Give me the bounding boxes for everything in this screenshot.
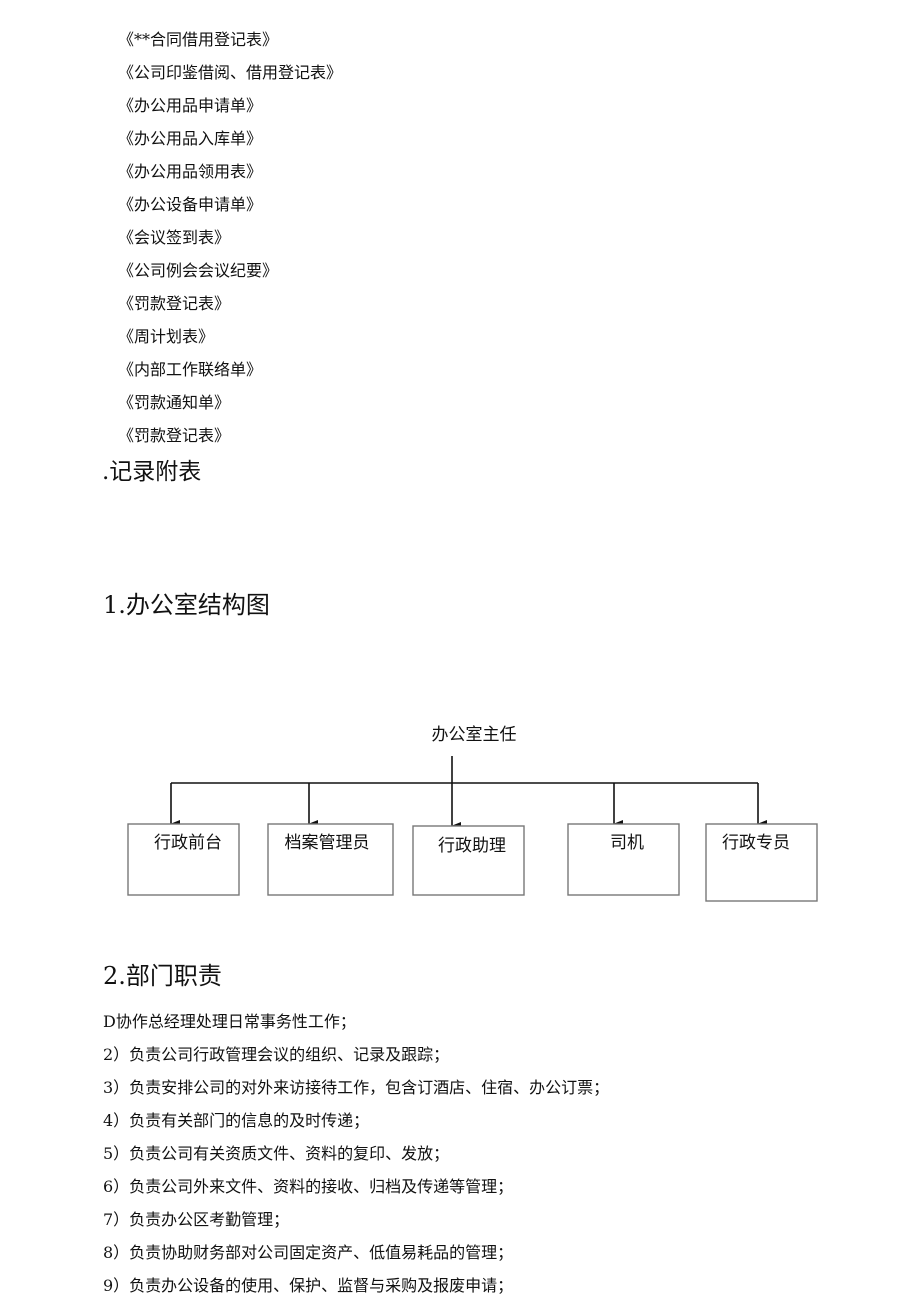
section-heading: .记录附表 xyxy=(102,459,202,485)
form-list-item: 《周计划表》 xyxy=(118,327,215,346)
form-list-item: 《罚款通知单》 xyxy=(118,393,231,412)
form-list-item: 《公司例会会议纪要》 xyxy=(118,261,279,280)
duties-heading: 2.部门职责 xyxy=(103,962,222,990)
duty-item: 5）负责公司有关资质文件、资料的复印、发放； xyxy=(103,1144,450,1163)
form-list-item: 《**合同借用登记表》 xyxy=(118,30,279,49)
org-node-label: 司机 xyxy=(610,833,644,853)
form-list-item: 《办公用品领用表》 xyxy=(118,162,263,181)
org-root-label: 办公室主任 xyxy=(432,725,517,745)
duty-item: 9）负责办公设备的使用、保护、监督与采购及报废申请； xyxy=(103,1276,514,1295)
org-node-box xyxy=(705,823,818,902)
form-list-item: 《办公用品入库单》 xyxy=(118,129,263,148)
duty-item: 2）负责公司行政管理会议的组织、记录及跟踪； xyxy=(103,1045,450,1064)
duty-item: 7）负责办公区考勤管理； xyxy=(103,1210,290,1229)
duty-item: 6）负责公司外来文件、资料的接收、归档及传递等管理； xyxy=(103,1177,514,1196)
org-node-label: 行政前台 xyxy=(154,833,222,853)
form-list: 《**合同借用登记表》 《公司印鉴借阅、借用登记表》 《办公用品申请单》 《办公… xyxy=(118,29,342,458)
duty-item: 8）负责协助财务部对公司固定资产、低值易耗品的管理； xyxy=(103,1243,514,1262)
form-list-item: 《公司印鉴借阅、借用登记表》 xyxy=(118,63,343,82)
form-list-item: 《办公设备申请单》 xyxy=(118,195,263,214)
org-node-label: 行政专员 xyxy=(722,833,790,853)
org-node-label: 行政助理 xyxy=(438,836,506,856)
form-list-item: 《会议签到表》 xyxy=(118,228,231,247)
org-node-box xyxy=(567,823,680,896)
org-node-box xyxy=(412,825,525,896)
duty-item: D协作总经理处理日常事务性工作； xyxy=(103,1012,356,1031)
duty-item: 3）负责安排公司的对外来访接待工作，包含订酒店、住宿、办公订票； xyxy=(103,1078,610,1097)
form-list-item: 《内部工作联络单》 xyxy=(118,360,263,379)
form-list-item: 《办公用品申请单》 xyxy=(118,96,263,115)
org-node-box xyxy=(127,823,240,896)
form-list-item: 《罚款登记表》 xyxy=(118,294,231,313)
org-node-label: 档案管理员 xyxy=(285,833,370,853)
form-list-item: 《罚款登记表》 xyxy=(118,426,231,445)
org-chart: 办公室主任 行政前台 档案管理员 行政助理 司机 行政专员 xyxy=(127,725,818,902)
org-node-box xyxy=(267,823,394,896)
org-chart-heading: 1.办公室结构图 xyxy=(103,591,270,619)
duty-list: D协作总经理处理日常事务性工作； 2）负责公司行政管理会议的组织、记录及跟踪； … xyxy=(103,1010,609,1307)
duty-item: 4）负责有关部门的信息的及时传递； xyxy=(103,1111,370,1130)
